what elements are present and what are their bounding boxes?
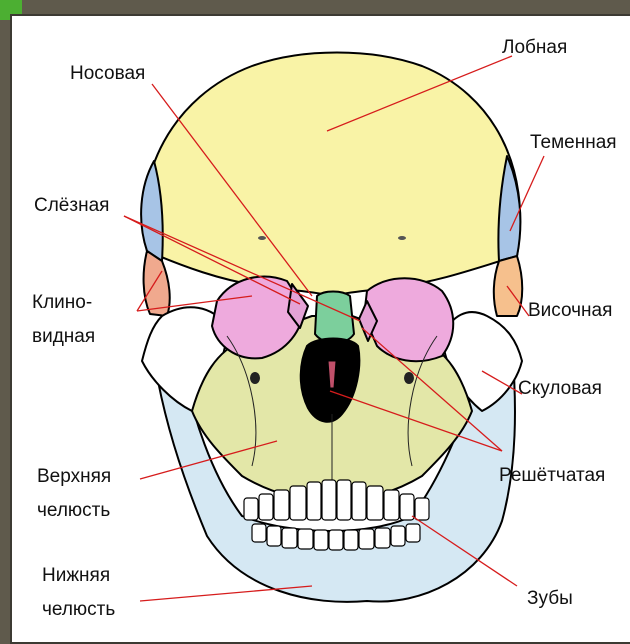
nasal-bone (315, 292, 354, 344)
upper-tooth (290, 486, 306, 520)
label-maxilla-line1: Верхняя (37, 466, 111, 487)
label-teeth: Зубы (527, 588, 573, 609)
upper-tooth (352, 482, 366, 520)
lower-tooth (344, 530, 358, 550)
skull-diagram: Лобная Носовая Теменная Слёзная Клино- в… (12, 16, 630, 642)
upper-tooth (367, 486, 383, 520)
ethmoid-bone (328, 361, 336, 388)
label-zygomatic: Скуловая (518, 378, 602, 399)
label-parietal: Теменная (530, 132, 617, 153)
lower-tooth (282, 528, 297, 548)
label-sphenoid-line2: видная (32, 326, 95, 347)
supraorbital-notch-left (258, 236, 266, 240)
sphenoid-bone-left (144, 251, 170, 316)
upper-tooth (384, 490, 399, 520)
label-maxilla-line2: челюсть (37, 500, 110, 521)
lower-tooth (252, 524, 266, 542)
label-frontal: Лобная (502, 37, 567, 58)
lower-tooth (406, 524, 420, 542)
lower-tooth (391, 526, 405, 546)
infraorbital-foramen-right (404, 372, 414, 384)
label-ethmoid: Решётчатая (499, 465, 605, 486)
temporal-bone-right (494, 256, 522, 316)
lower-tooth (298, 529, 313, 549)
label-nasal: Носовая (70, 63, 145, 84)
lower-tooth (267, 526, 281, 546)
diagram-panel: Лобная Носовая Теменная Слёзная Клино- в… (10, 14, 630, 644)
supraorbital-notch-right (398, 236, 406, 240)
lower-tooth (375, 528, 390, 548)
upper-tooth (274, 490, 289, 520)
infraorbital-foramen-left (250, 372, 260, 384)
upper-tooth (307, 482, 321, 520)
frontal-bone (144, 53, 520, 297)
upper-tooth (259, 494, 273, 520)
label-sphenoid-line1: Клино- (32, 292, 92, 313)
upper-tooth (415, 498, 429, 520)
label-mandible-line1: Нижняя (42, 565, 110, 586)
lower-tooth (329, 530, 343, 550)
upper-tooth (400, 494, 414, 520)
label-lacrimal: Слёзная (34, 195, 109, 216)
lower-tooth (314, 530, 328, 550)
label-temporal: Височная (528, 300, 612, 321)
upper-tooth (322, 480, 336, 520)
lower-tooth (359, 529, 374, 549)
upper-tooth (337, 480, 351, 520)
label-mandible-line2: челюсть (42, 599, 115, 620)
upper-tooth (244, 498, 258, 520)
